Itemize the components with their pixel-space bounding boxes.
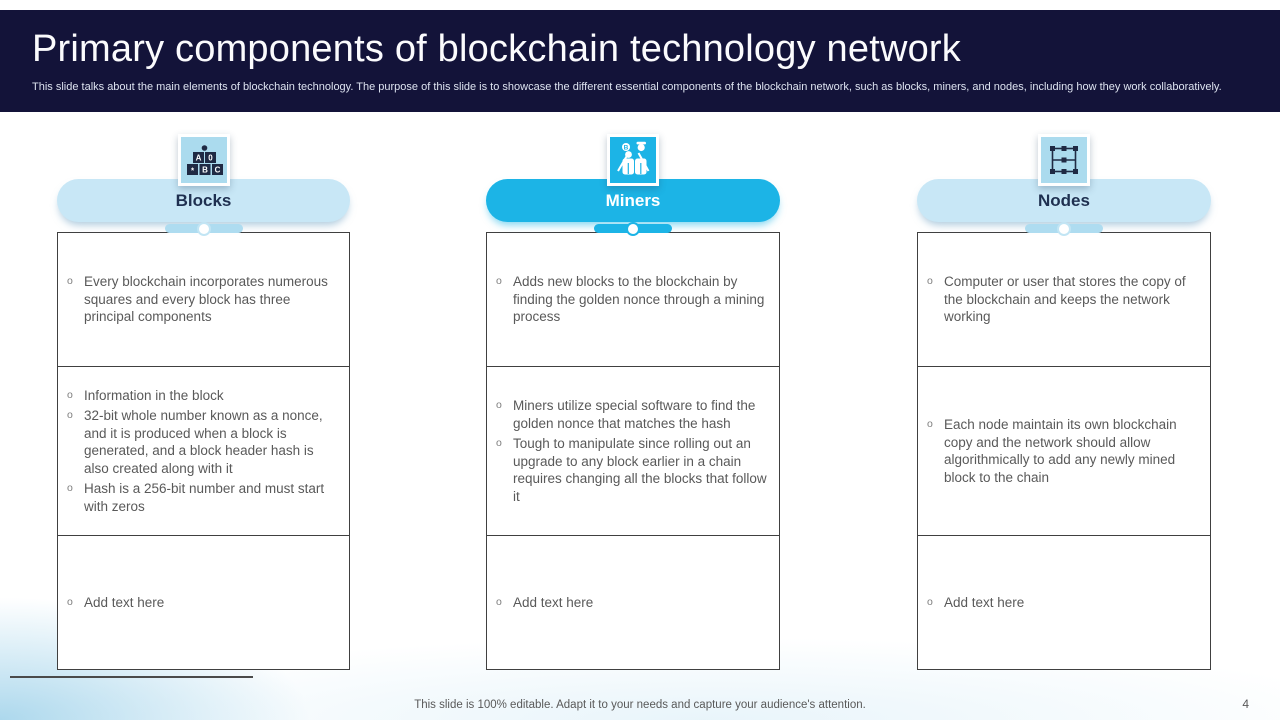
list-item: o Miners utilize special software to fin… — [496, 398, 756, 431]
divider-line — [10, 676, 253, 678]
column-header-miners: Miners — [486, 179, 780, 222]
table-cell: o Computer or user that stores the copy … — [918, 233, 1210, 367]
svg-text:C: C — [214, 165, 220, 174]
list-item: o Add text here — [67, 594, 165, 610]
bullet-marker: o — [927, 595, 933, 608]
list-item: o Computer or user that stores the copy … — [927, 274, 1186, 325]
bullet-marker: o — [927, 418, 933, 430]
table-cell: o Add text here — [918, 536, 1210, 669]
table-cell: o Each node maintain its own blockchain … — [918, 367, 1210, 536]
column-header-blocks: Blocks — [57, 179, 350, 222]
bullet-marker: o — [927, 275, 933, 288]
svg-text:A: A — [195, 153, 201, 162]
list-item: o Adds new blocks to the blockchain by f… — [496, 274, 765, 325]
miners-table: o Adds new blocks to the blockchain by f… — [486, 232, 780, 670]
svg-text:*: * — [190, 166, 194, 175]
slide-body: A 0 * B C Blocks o Every blockchain inco… — [0, 112, 1280, 720]
column-miners: B Miners o — [486, 112, 780, 720]
bullet-marker: o — [67, 482, 73, 495]
bullet-marker: o — [496, 437, 502, 449]
page-number: 4 — [1242, 697, 1249, 711]
network-nodes-icon — [1038, 134, 1090, 186]
list-item: o Each node maintain its own blockchain … — [927, 417, 1177, 485]
table-cell: o Miners utilize special software to fin… — [487, 367, 779, 536]
list-item: o Tough to manipulate since rolling out … — [496, 436, 767, 504]
list-item: o Add text here — [927, 594, 1025, 610]
bullet-marker: o — [67, 409, 73, 422]
table-cell: o Every blockchain incorporates numerous… — [58, 233, 349, 367]
svg-text:B: B — [202, 165, 208, 174]
bullet-marker: o — [67, 595, 73, 608]
column-nodes: Nodes o Computer or user that stores the… — [917, 112, 1211, 720]
table-cell: o Information in the block o 32-bit whol… — [58, 367, 349, 536]
bullet-marker: o — [496, 399, 502, 411]
building-blocks-icon: A 0 * B C — [177, 134, 230, 186]
miners-icon: B — [607, 134, 659, 186]
connector-dot — [196, 222, 211, 236]
list-item: o Add text here — [496, 594, 594, 610]
bullet-marker: o — [67, 388, 73, 401]
column-header-nodes: Nodes — [917, 179, 1211, 222]
blocks-table: o Every blockchain incorporates numerous… — [57, 232, 350, 670]
column-label: Blocks — [175, 190, 232, 210]
connector-dot — [626, 222, 640, 236]
list-item: o Information in the block — [67, 387, 224, 403]
list-item: o Every blockchain incorporates numerous… — [67, 274, 328, 325]
svg-text:B: B — [624, 144, 629, 151]
slide-subtitle: This slide talks about the main elements… — [32, 81, 1222, 93]
column-label: Miners — [605, 190, 661, 210]
slide-header: Primary components of blockchain technol… — [0, 10, 1280, 112]
footer-note: This slide is 100% editable. Adapt it to… — [414, 699, 866, 711]
connector-dot — [1057, 222, 1071, 236]
nodes-table: o Computer or user that stores the copy … — [917, 232, 1211, 670]
list-item: o 32-bit whole number known as a nonce, … — [67, 408, 323, 476]
table-cell: o Adds new blocks to the blockchain by f… — [487, 233, 779, 367]
column-blocks: A 0 * B C Blocks o Every blockchain inco… — [57, 112, 350, 720]
column-label: Nodes — [1038, 190, 1090, 210]
bullet-marker: o — [67, 275, 73, 288]
list-item: o Hash is a 256-bit number and must star… — [67, 481, 325, 514]
table-cell: o Add text here — [487, 536, 779, 669]
bullet-marker: o — [496, 275, 502, 288]
bullet-marker: o — [496, 595, 502, 608]
table-cell: o Add text here — [58, 536, 349, 669]
svg-text:0: 0 — [208, 153, 213, 162]
slide-title: Primary components of blockchain technol… — [32, 28, 961, 70]
